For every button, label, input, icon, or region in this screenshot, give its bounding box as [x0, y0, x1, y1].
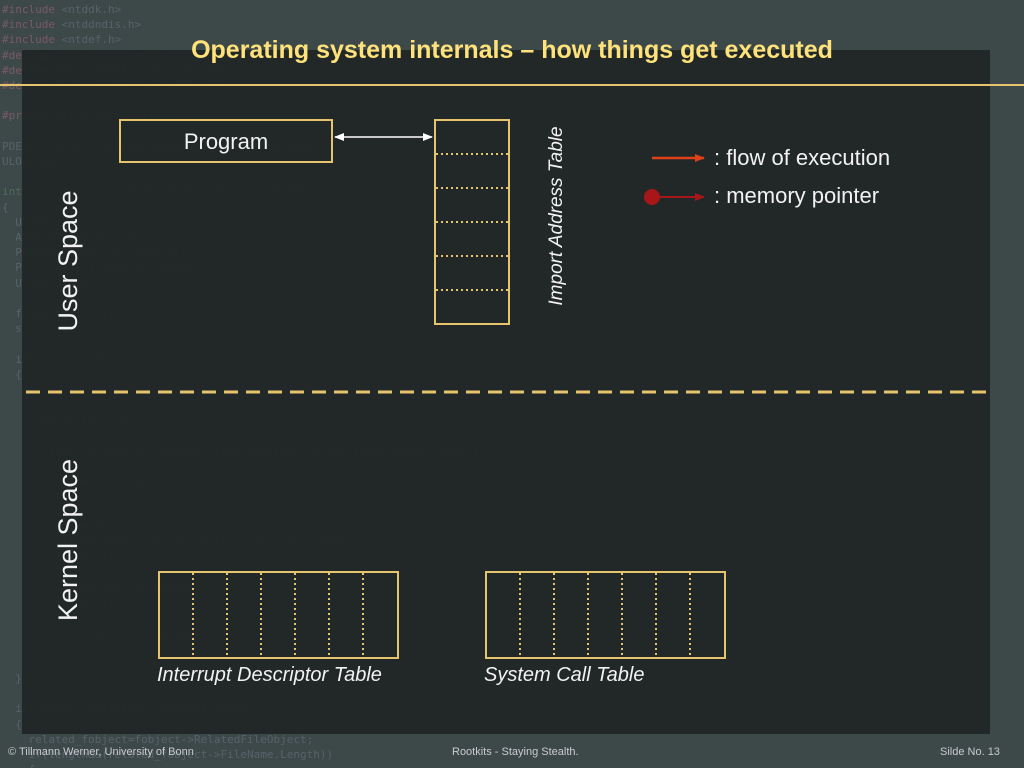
footer-topic: Rootkits - Staying Stealth.	[452, 746, 579, 758]
program-label: Program	[183, 129, 269, 154]
import-address-table	[434, 119, 510, 325]
interrupt-descriptor-table	[158, 571, 399, 659]
slide-title: Operating system internals – how things …	[191, 36, 833, 64]
legend-memory-text: : memory pointer	[714, 183, 880, 208]
legend-flow-text: : flow of execution	[714, 145, 891, 170]
footer-slide-number: Silde No. 13	[940, 746, 1000, 758]
footer-author: © Tillmann Werner, University of Bonn	[8, 746, 194, 758]
title-underline	[0, 84, 1024, 86]
user-space-label: User Space	[53, 190, 83, 332]
system-call-table	[485, 571, 726, 659]
kernel-space-label: Kernel Space	[53, 458, 83, 622]
memory-pointer-icon	[644, 189, 705, 205]
syscall-table-caption: System Call Table	[484, 664, 645, 686]
iat-label: Import Address Table	[546, 126, 567, 306]
idt-caption: Interrupt Descriptor Table	[157, 664, 382, 686]
slide-footer: © Tillmann Werner, University of Bonn Ro…	[0, 746, 1024, 762]
program-box: Program	[119, 119, 333, 163]
